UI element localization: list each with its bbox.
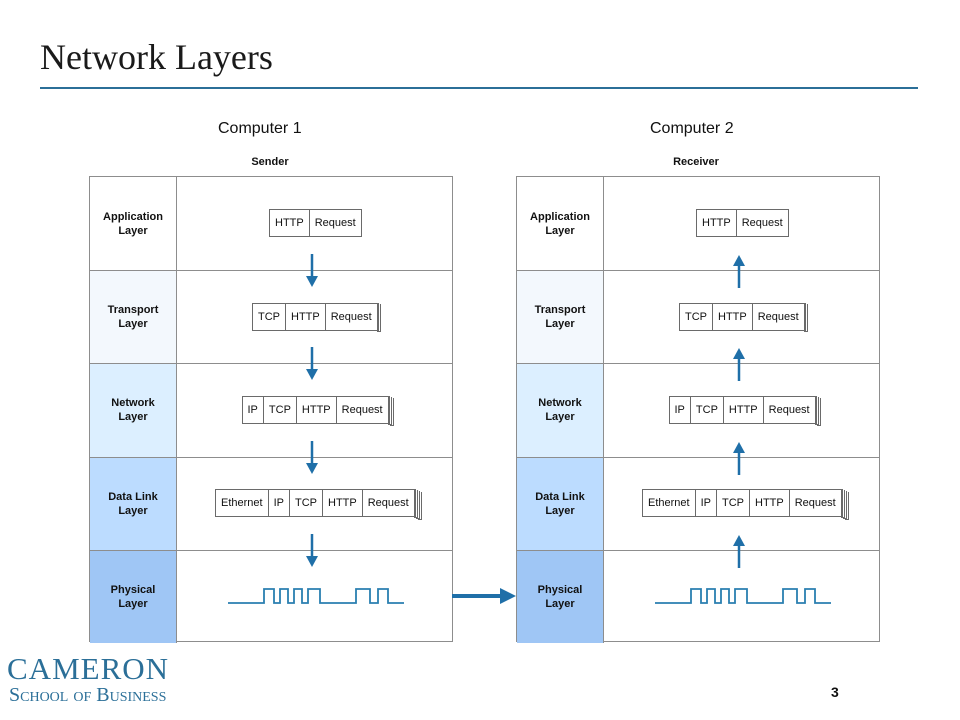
packet-http: HTTP xyxy=(323,490,363,517)
receiver-layer-name: Network Layer xyxy=(517,364,604,457)
packet-outline xyxy=(415,491,420,520)
packet-outline xyxy=(844,492,849,521)
computer-2-label: Computer 2 xyxy=(650,120,734,137)
arrow-up-icon xyxy=(733,534,745,568)
packet-outline xyxy=(803,303,808,332)
packet-header: TCP xyxy=(290,490,323,517)
packet-header: IP xyxy=(696,490,717,517)
packet-http: HTTP xyxy=(286,303,326,330)
slide-title: Network Layers xyxy=(40,37,273,77)
packet-header: IP xyxy=(670,396,691,423)
packet-header: Ethernet xyxy=(216,490,269,517)
packet-outline xyxy=(413,490,418,519)
receiver-layer-name: Physical Layer xyxy=(517,550,604,643)
sender-layer-row: Application Layer HTTP Request xyxy=(90,177,452,271)
arrow-up-icon xyxy=(733,255,745,289)
receiver-layer-row: Application Layer HTTP Request xyxy=(517,177,879,271)
packet-outline xyxy=(417,492,422,521)
packet-request: Request xyxy=(314,216,356,229)
sender-layer-name: Application Layer xyxy=(90,177,177,271)
page-number: 3 xyxy=(831,684,839,700)
receiver-layer-name: Application Layer xyxy=(517,177,604,271)
arrow-down-icon xyxy=(306,347,318,381)
packet-http: HTTP xyxy=(297,396,337,423)
packet-outline xyxy=(842,491,847,520)
receiver-label: Receiver xyxy=(673,156,719,168)
packet-header: TCP xyxy=(253,303,286,330)
sender-layer-name: Data Link Layer xyxy=(90,457,177,550)
transmission-arrow-icon xyxy=(452,588,516,604)
sender-layer-name: Physical Layer xyxy=(90,550,177,643)
packet-http: HTTP xyxy=(750,490,790,517)
packet-outline xyxy=(814,396,819,425)
sender-layer-row: Physical Layer xyxy=(90,549,452,643)
packet-header: TCP xyxy=(680,303,713,330)
packet-request: Request xyxy=(764,396,816,423)
packet-header: TCP xyxy=(691,396,724,423)
packet-http: HTTP xyxy=(697,209,737,236)
receiver-signal-wave xyxy=(654,588,831,605)
packet-request: Request xyxy=(753,303,805,330)
packet-outline xyxy=(816,397,821,426)
packet-outline xyxy=(376,303,381,332)
arrow-down-icon xyxy=(306,254,318,288)
receiver-layer-row: Physical Layer xyxy=(517,549,879,643)
sender-signal-wave xyxy=(227,588,404,605)
arrow-up-icon xyxy=(733,348,745,382)
arrow-up-icon xyxy=(733,441,745,475)
packet-header: IP xyxy=(243,396,264,423)
packet-request: Request xyxy=(326,303,378,330)
title-rule xyxy=(40,87,918,89)
packet-http: HTTP xyxy=(270,209,310,236)
arrow-down-icon xyxy=(306,533,318,567)
packet-http: HTTP xyxy=(724,396,764,423)
packet-http: HTTP xyxy=(713,303,753,330)
packet-request: Request xyxy=(741,216,783,229)
packet-request: Request xyxy=(363,490,415,517)
arrow-down-icon xyxy=(306,440,318,474)
logo-school-of-business: School of Business xyxy=(9,684,167,706)
computer-1-label: Computer 1 xyxy=(218,120,302,137)
receiver-packet: HTTP Request xyxy=(696,208,789,237)
sender-label: Sender xyxy=(251,156,289,168)
receiver-layer-name: Data Link Layer xyxy=(517,457,604,550)
logo-cameron: CAMERON xyxy=(7,651,170,686)
packet-header: TCP xyxy=(717,490,750,517)
receiver-layer-name: Transport Layer xyxy=(517,271,604,364)
packet-outline xyxy=(389,397,394,426)
packet-outline xyxy=(387,396,392,425)
packet-header: IP xyxy=(269,490,290,517)
packet-request: Request xyxy=(790,490,842,517)
sender-layer-name: Transport Layer xyxy=(90,271,177,364)
packet-outline xyxy=(840,490,845,519)
packet-request: Request xyxy=(337,396,389,423)
packet-header: TCP xyxy=(264,396,297,423)
sender-layer-name: Network Layer xyxy=(90,364,177,457)
sender-packet: HTTP Request xyxy=(269,208,362,237)
packet-header: Ethernet xyxy=(643,490,696,517)
